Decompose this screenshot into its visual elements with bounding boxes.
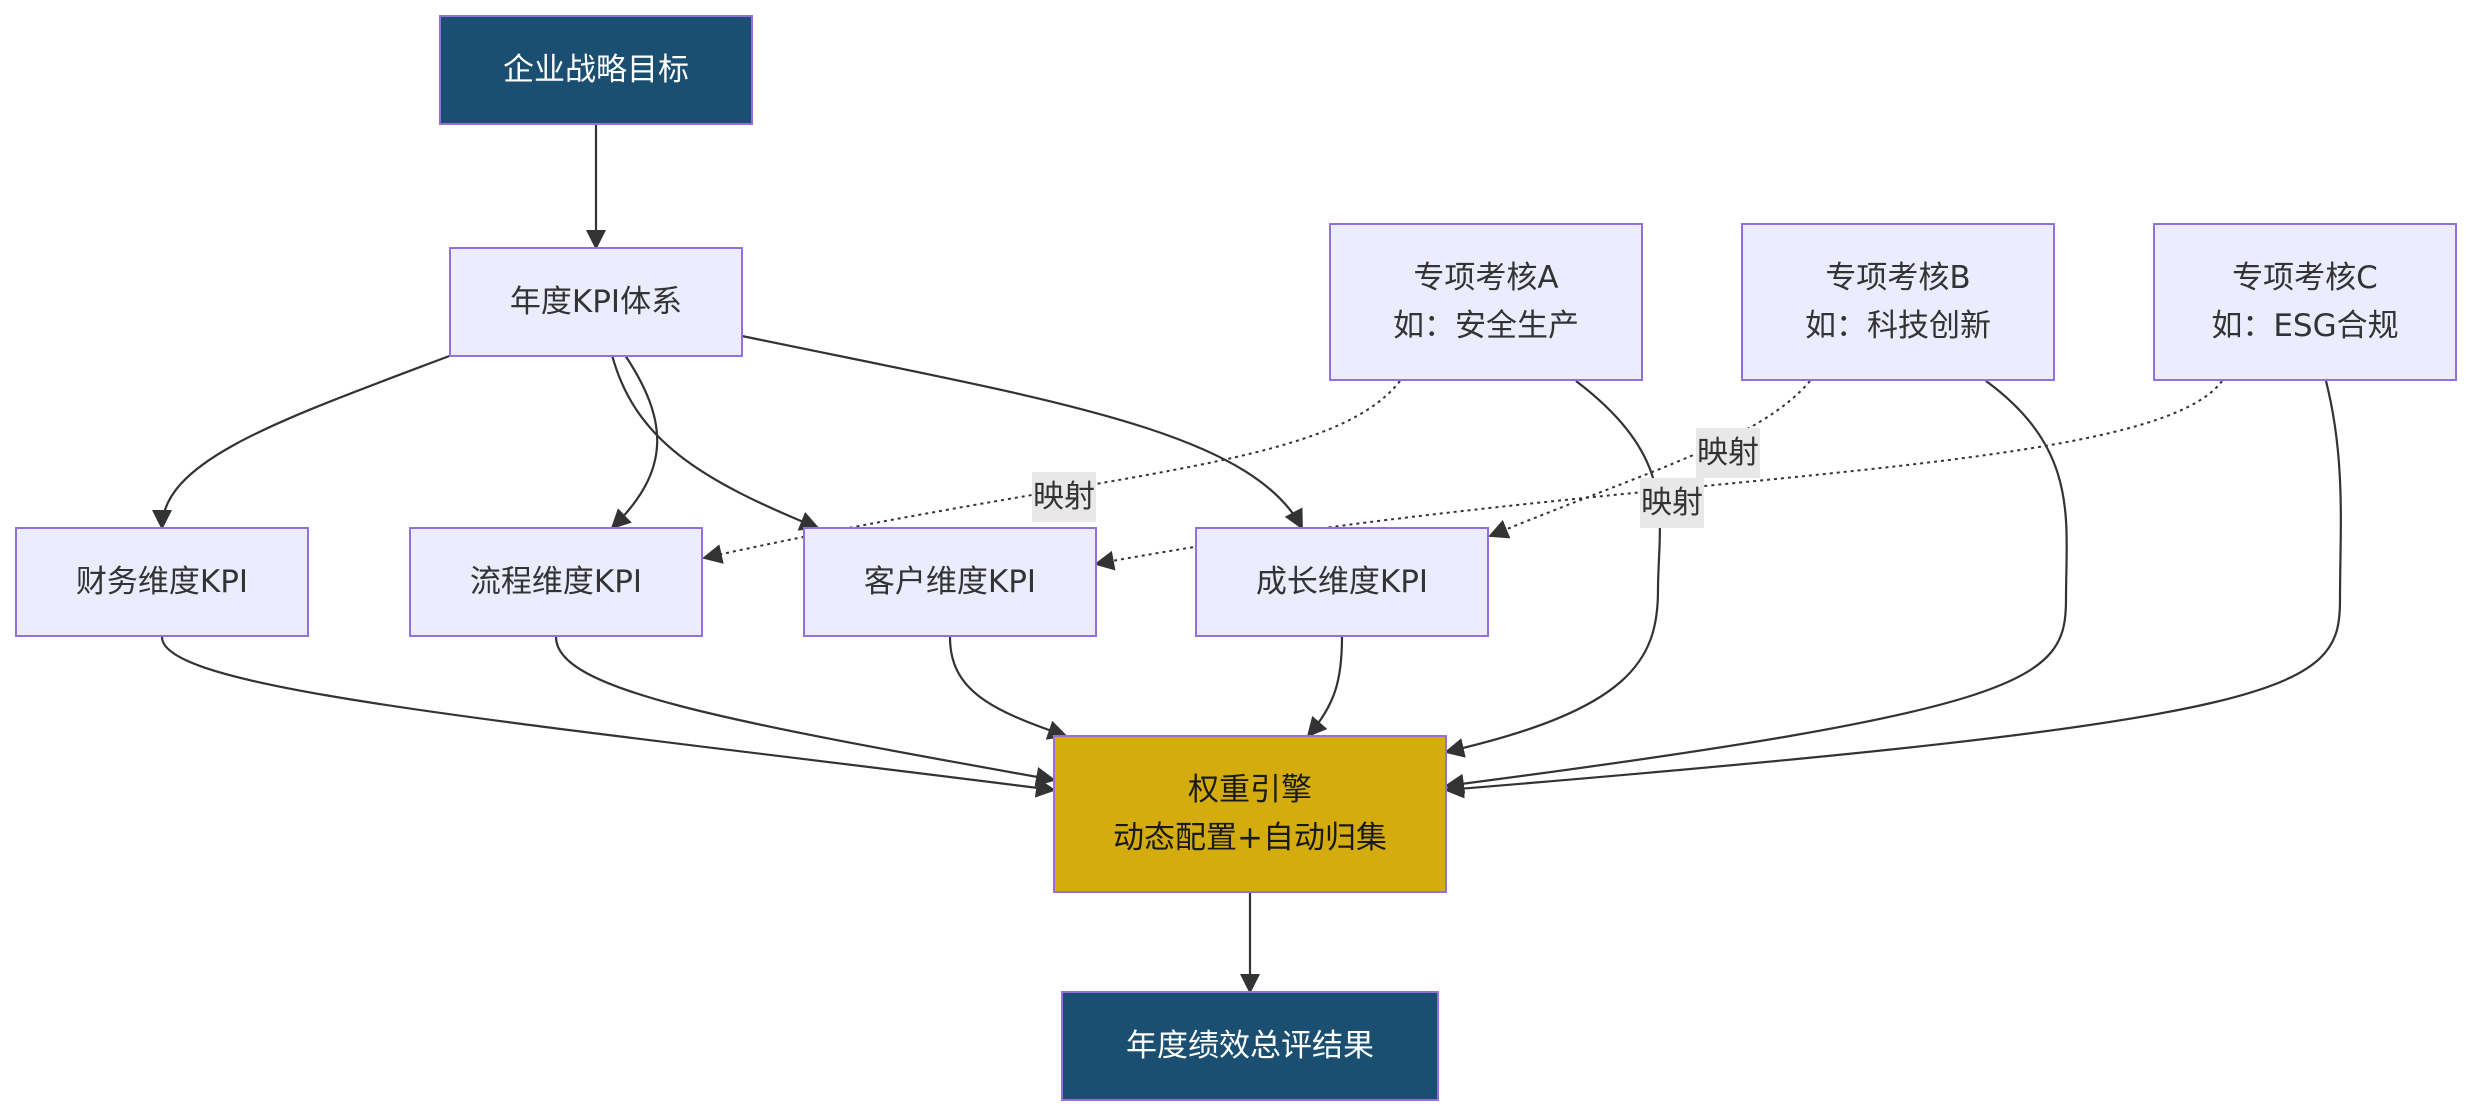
node-annual-performance-result: 年度绩效总评结果 <box>1061 991 1439 1101</box>
node-strategy-goal: 企业战略目标 <box>439 15 753 125</box>
node-label: 财务维度KPI <box>76 564 248 600</box>
node-label-line-1: 专项考核B <box>1825 260 1970 296</box>
edges <box>152 124 2342 994</box>
node-label-line-1: 权重引擎 <box>1188 772 1312 808</box>
edge-label-text: 映射 <box>1641 485 1703 521</box>
node-special-assessment-a: 专项考核A 如：安全生产 <box>1329 223 1643 381</box>
edge-annual-to-finance <box>152 353 453 530</box>
node-label-line-2: 如：安全生产 <box>1393 308 1579 344</box>
node-label: 年度绩效总评结果 <box>1126 1028 1374 1064</box>
node-process-kpi: 流程维度KPI <box>409 527 703 637</box>
node-label: 成长维度KPI <box>1256 564 1428 600</box>
edge-growth-to-weight <box>1306 636 1344 738</box>
edge-finance-to-weight <box>160 636 1056 798</box>
node-label-line-2: 如：ESG合规 <box>2211 308 2398 344</box>
node-label-line-2: 动态配置+自动归集 <box>1113 820 1387 856</box>
node-label-line-1: 专项考核A <box>1413 260 1558 296</box>
node-label-line-1: 专项考核C <box>2232 260 2378 296</box>
node-finance-kpi: 财务维度KPI <box>15 527 309 637</box>
edge-special-b-to-weight <box>1444 380 2068 794</box>
node-special-assessment-b: 专项考核B 如：科技创新 <box>1741 223 2055 381</box>
edge-special-c-to-weight <box>1444 380 2342 799</box>
edge-special-a-to-process-mapping <box>702 380 1401 564</box>
edge-special-a-to-weight <box>1444 380 1662 758</box>
edge-label-map-b: 映射 <box>1696 428 1760 478</box>
node-annual-kpi-system: 年度KPI体系 <box>449 247 743 357</box>
node-label: 年度KPI体系 <box>510 284 682 320</box>
edge-label-text: 映射 <box>1697 435 1759 471</box>
edge-customer-to-weight <box>948 636 1068 740</box>
node-label: 流程维度KPI <box>470 564 642 600</box>
edge-annual-to-customer <box>610 354 820 531</box>
edge-process-to-weight <box>554 636 1056 787</box>
edge-annual-to-process <box>610 354 659 530</box>
edge-label-map-a: 映射 <box>1032 472 1096 522</box>
edge-label-text: 映射 <box>1033 479 1095 515</box>
node-label-line-2: 如：科技创新 <box>1805 308 1991 344</box>
edge-special-b-to-growth-mapping <box>1488 380 1811 539</box>
node-label: 客户维度KPI <box>864 564 1036 600</box>
edge-annual-to-growth <box>741 334 1303 530</box>
node-weight-engine: 权重引擎 动态配置+自动归集 <box>1053 735 1447 893</box>
edge-label-map-c: 映射 <box>1640 478 1704 528</box>
node-label: 企业战略目标 <box>503 52 689 88</box>
node-growth-kpi: 成长维度KPI <box>1195 527 1489 637</box>
node-customer-kpi: 客户维度KPI <box>803 527 1097 637</box>
node-special-assessment-c: 专项考核C 如：ESG合规 <box>2153 223 2457 381</box>
